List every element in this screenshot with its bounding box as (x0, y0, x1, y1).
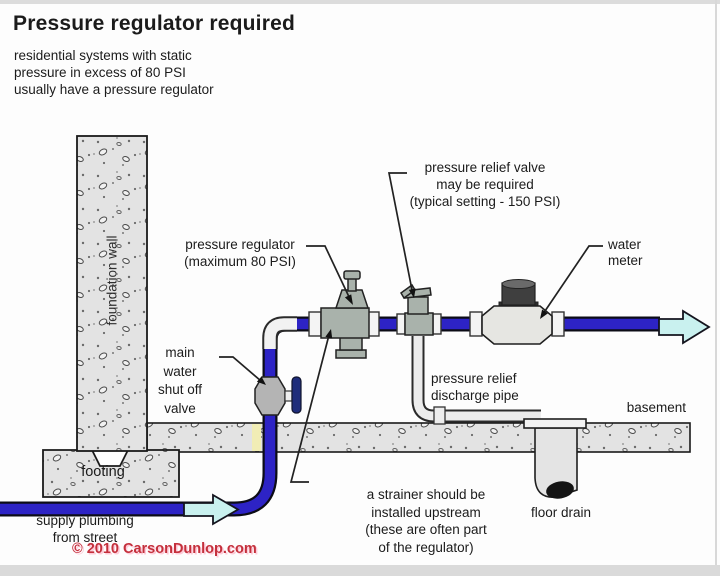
water-meter-device (481, 279, 553, 345)
basement-floor-slab (146, 422, 691, 453)
label-discharge-pipe: pressure relief discharge pipe (431, 371, 519, 403)
discharge-pipe (411, 336, 541, 425)
pressure-relief-valve-device (400, 283, 434, 336)
label-floor-drain: floor drain (530, 505, 592, 520)
leader-shutoff-valve (219, 356, 262, 382)
label-footing: footing (81, 464, 125, 480)
label-pressure-regulator: pressure regulator (maximum 80 PSI) (184, 237, 296, 269)
foundation-wall (76, 135, 148, 452)
label-basement: basement (626, 400, 686, 415)
page-subtitle: residential systems with static pressure… (14, 48, 214, 97)
leader-arrowheads (256, 288, 548, 385)
bottom-edge (0, 565, 720, 576)
label-water-meter: water meter (608, 237, 643, 268)
shutoff-valve-device (254, 376, 302, 416)
label-relief-valve: pressure relief valve may be required (t… (409, 160, 561, 209)
leader-strainer (289, 334, 330, 483)
label-foundation-wall: foundation wall (104, 235, 120, 326)
leader-lines (219, 172, 603, 483)
right-edge (715, 0, 717, 576)
leader-pressure-regulator (306, 245, 351, 300)
label-supply-plumbing: supply plumbing from street (36, 513, 134, 545)
pressure-regulator-device (320, 270, 370, 359)
leader-water-meter (542, 245, 603, 315)
label-shutoff-valve: main water shut off valve (157, 345, 203, 416)
label-strainer-note: a strainer should be installed upstream … (365, 487, 487, 555)
flow-arrow-outlet (658, 309, 711, 345)
elbow-fitting (262, 316, 297, 349)
pipe-sleeve (252, 424, 261, 451)
leader-relief-valve (387, 172, 413, 291)
copyright-text: © 2010 CarsonDunlop.com (72, 541, 257, 557)
pipe-couplings (308, 311, 565, 337)
flow-arrow-inlet (183, 493, 240, 526)
floor-drain (523, 418, 587, 499)
page-title: Pressure regulator required (13, 12, 295, 35)
top-edge (0, 0, 720, 4)
